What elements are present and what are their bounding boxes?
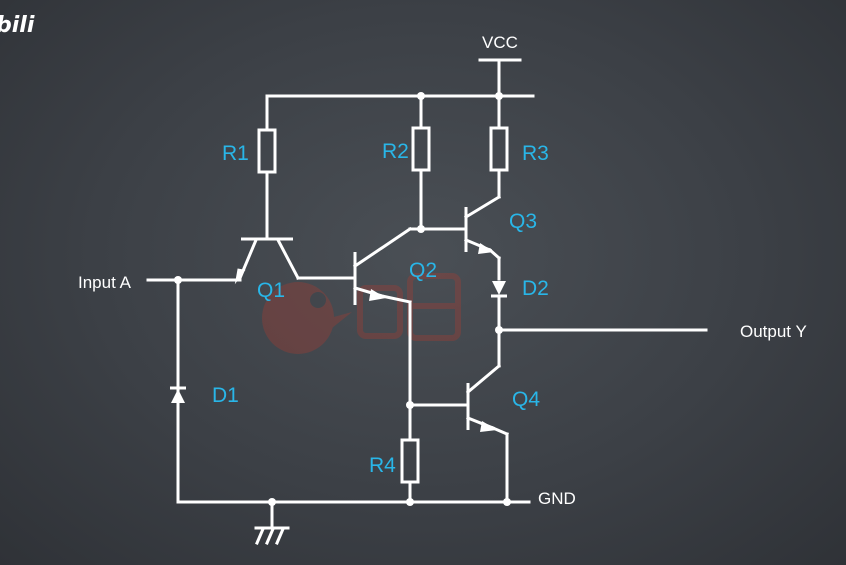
junction-dot bbox=[503, 498, 511, 506]
q1-label: Q1 bbox=[257, 279, 285, 302]
ground-icon bbox=[254, 500, 290, 545]
r4-label: R4 bbox=[369, 454, 396, 477]
r3-label: R3 bbox=[522, 142, 549, 165]
resistor-r2 bbox=[411, 94, 431, 231]
resistor-r4 bbox=[400, 438, 420, 504]
bilibili-logo: bili bbox=[0, 13, 35, 38]
transistor-q3 bbox=[419, 194, 502, 281]
r1-label: R1 bbox=[222, 142, 249, 165]
d2-label: D2 bbox=[522, 277, 549, 300]
q3-label: Q3 bbox=[509, 210, 537, 233]
q2-label: Q2 bbox=[409, 259, 437, 282]
output-label: Output Y bbox=[740, 322, 807, 341]
transistor-q2 bbox=[352, 226, 423, 442]
d1-label: D1 bbox=[212, 384, 239, 407]
vcc-label: VCC bbox=[482, 33, 518, 52]
resistor-r1 bbox=[257, 94, 277, 240]
transistor-q4 bbox=[408, 328, 509, 504]
r2-label: R2 bbox=[382, 140, 409, 163]
junction-dot bbox=[406, 498, 414, 506]
vcc-terminal bbox=[478, 58, 522, 98]
bird-watermark-icon bbox=[262, 273, 461, 354]
q4-label: Q4 bbox=[512, 388, 540, 411]
diode-d2 bbox=[491, 281, 507, 332]
diode-d1 bbox=[170, 278, 186, 504]
transistor-q1 bbox=[234, 237, 357, 285]
gnd-label: GND bbox=[538, 489, 576, 508]
resistor-r3 bbox=[489, 94, 509, 199]
input-label: Input A bbox=[78, 273, 132, 292]
junction-dot bbox=[406, 401, 414, 409]
